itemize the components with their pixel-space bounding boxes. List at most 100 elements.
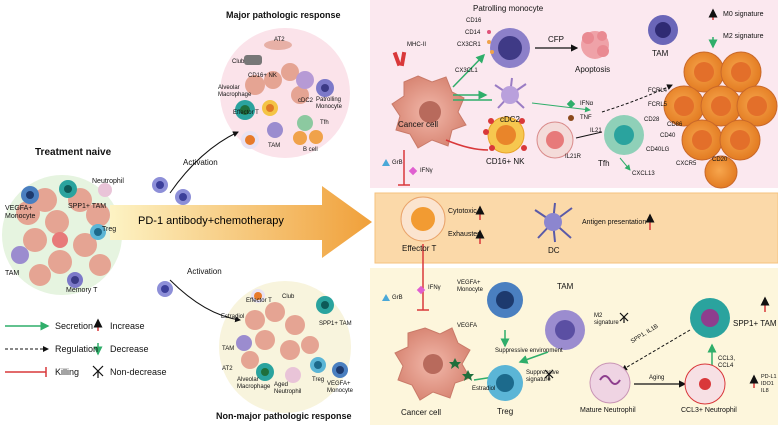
nonmajor-alveolar-label: Alveolar Macrophage — [237, 377, 271, 390]
grb-top-label: GrB — [392, 160, 403, 166]
nonmajor-tam-label: TAM — [222, 346, 235, 352]
nonmajor-at2-label: AT2 — [222, 366, 233, 372]
ccl3-ccl4-label: CCL3, CCL4 — [718, 356, 736, 369]
activation-arrow-top — [169, 131, 239, 194]
suppressive-sig-label: Suppressive signature — [526, 370, 560, 383]
ccl3-neutrophil-label: CCL3+ Neutrophil — [681, 407, 737, 414]
aging-label: Aging — [649, 375, 665, 381]
cd40-label: CD40 — [660, 133, 676, 139]
nonmajor-estradiol-label: Estradiol — [221, 314, 245, 320]
major-bcell-label: B cell — [303, 147, 318, 153]
legend-killing-label: Killing — [55, 367, 80, 377]
cdc2-top-label: cDC2 — [500, 115, 521, 124]
cd40lg-label: CD40LG — [646, 147, 670, 153]
b-cell-cluster — [663, 51, 778, 189]
mature-neutrophil-label: Mature Neutrophil — [580, 407, 636, 414]
major-effector-label: Effector T — [233, 110, 259, 116]
nonmajor-spp1-label: SPP1+ TAM — [319, 321, 352, 327]
treatment-banner-arrow — [110, 186, 372, 258]
major-nk-label: CD16+ NK — [248, 73, 277, 79]
tnf-label: TNF — [580, 115, 592, 121]
naive-neutrophil-label: Neutrophil — [92, 178, 124, 185]
patrolling-monocyte-label: Patrolling monocyte — [473, 4, 544, 13]
cxcl13-label: CXCL13 — [632, 171, 655, 177]
naive-vegfa-label: VEGFA+ Monocyte — [5, 205, 36, 220]
ifna-label: IFNα — [580, 101, 594, 107]
major-cells — [235, 40, 334, 149]
markers-label: PD-L1 IDO1 IL8 — [761, 374, 777, 394]
apoptosis-label: Apoptosis — [575, 65, 611, 74]
nonmajor-effector-label: Effector T — [246, 298, 272, 304]
major-club-label: Club — [232, 59, 245, 65]
cd16-nk-label: CD16+ NK — [486, 157, 525, 166]
major-tam-label: TAM — [268, 143, 281, 149]
nonmajor-aged-label: Aged Neutrophil — [274, 382, 302, 395]
exhausted-label: Exhausted — [448, 231, 482, 238]
m2-signature-label: M2 signature — [723, 33, 764, 40]
activation-bottom-label: Activation — [187, 267, 222, 276]
legend-increase-label: Increase — [110, 321, 145, 331]
m0-signature-label: M0 signature — [723, 11, 764, 18]
cfp-label: CFP — [548, 35, 564, 44]
ifng-top-label: IFNγ — [420, 168, 433, 174]
tam-top-label: TAM — [652, 49, 669, 58]
nonmajor-title: Non-major pathologic response — [216, 411, 352, 421]
legend-nondecrease-icon — [92, 365, 104, 378]
nondecrease-icon-treg — [544, 369, 554, 380]
apoptosis-shape — [581, 31, 609, 59]
naive-title: Treatment naive — [35, 147, 112, 158]
cxcr5-label: CXCR5 — [676, 161, 697, 167]
treatment-banner-label: PD-1 antibody+chemotherapy — [138, 215, 284, 227]
il21-label: IL21 — [590, 128, 602, 134]
grb-bottom-label: GrB — [392, 295, 403, 301]
naive-treg-label: Treg — [102, 226, 117, 233]
nonmajor-treg-label: Treg — [312, 377, 325, 383]
suppressive-env-label: Suppressive environment — [495, 348, 563, 354]
treg-bottom-label: Treg — [497, 407, 514, 416]
nonmajor-cells — [236, 289, 348, 383]
tam-top-shape — [648, 15, 678, 45]
activation-top-label: Activation — [183, 158, 218, 167]
cancer-cell-top-label: Cancer cell — [398, 120, 439, 129]
nondecrease-icon-m2 — [619, 312, 629, 323]
cx3cl1-label: CX3CL1 — [455, 68, 478, 74]
naive-spp1-label: SPP1+ TAM — [68, 203, 107, 210]
cx3cr1-label: CX3CR1 — [457, 42, 481, 48]
cytotoxic-label: Cytotoxic — [448, 208, 477, 215]
tfh-top-label: Tfh — [598, 159, 610, 168]
fcrl4-label: FCRL4 — [648, 88, 668, 94]
spp1-tam-bottom-label: SPP1+ TAM — [733, 319, 777, 328]
dc-middle-label: DC — [548, 246, 560, 255]
mhc2-label: MHC-II — [407, 42, 426, 48]
tam-bottom-label: TAM — [557, 282, 574, 291]
cancer-cell-bottom-label: Cancer cell — [401, 408, 442, 417]
activation-arrow-bottom — [169, 279, 241, 323]
estradiol-bottom-label: Estradiol — [472, 386, 496, 392]
major-at2-label: AT2 — [274, 37, 285, 43]
cd14-label: CD14 — [465, 30, 481, 36]
naive-cells — [11, 180, 112, 288]
major-patrolling-label: Patrolling Monocyte — [316, 97, 343, 110]
nonmajor-club-label: Club — [282, 294, 295, 300]
naive-memory-t-label: Memory T — [66, 287, 98, 294]
vegfa-label: VEGFA — [457, 323, 478, 329]
nonmajor-vegfa-label: VEGFA+ Monocyte — [327, 381, 354, 394]
major-title: Major pathologic response — [226, 10, 341, 20]
naive-tam-label: TAM — [5, 270, 20, 277]
fcrl5-label: FCRL5 — [648, 102, 668, 108]
major-cdc2-label: cDC2 — [298, 98, 314, 104]
cd28-label: CD28 — [644, 117, 660, 123]
m2-bottom-label: M2 signature — [594, 313, 619, 326]
antigen-presentation-label: Antigen presentation — [582, 219, 647, 226]
ifng-bottom-label: IFNγ — [428, 285, 441, 291]
legend-decrease-label: Decrease — [110, 344, 149, 354]
major-tfh-label: Tfh — [320, 120, 329, 126]
legend-secretion-label: Secretion — [55, 321, 94, 331]
cd86-label: CD86 — [667, 122, 683, 128]
legend-regulation-label: Regulation — [55, 344, 99, 354]
il21r-label: IL21R — [565, 154, 582, 160]
effector-t-middle-label: Effector T — [402, 244, 437, 253]
major-alveolar-label: Alveolar Macrophage — [218, 85, 252, 98]
cd16-label: CD16 — [466, 18, 482, 24]
